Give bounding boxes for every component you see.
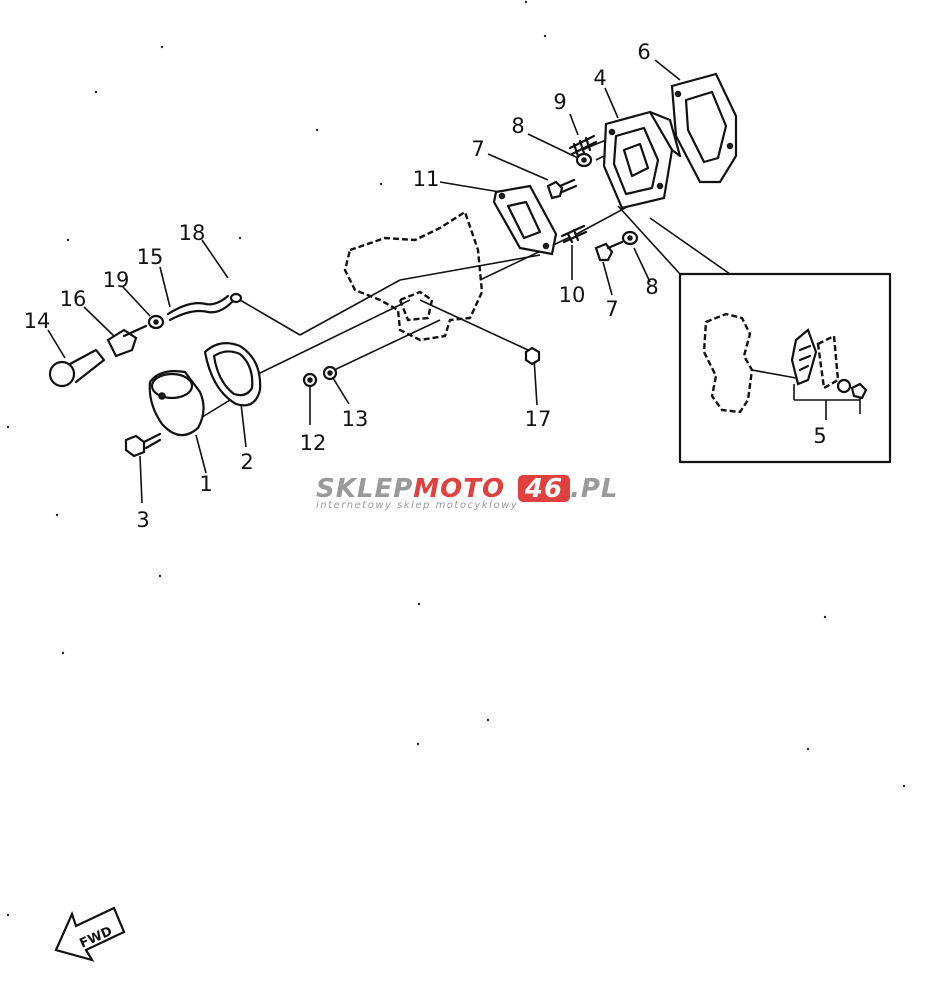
callout-9: 9 [553,90,566,114]
callout-18: 18 [179,221,206,245]
bolt-part-7-lower [594,240,624,262]
callout-1: 1 [199,472,212,496]
callout-4: 4 [593,66,606,90]
stud-part-9 [568,134,598,158]
nut-part-12 [302,372,318,388]
callout-7-upper: 7 [471,137,484,161]
callout-6: 6 [637,40,650,64]
reed-valve-part-4 [602,110,682,210]
stud-part-10 [560,224,588,244]
detail-inset [678,272,892,464]
callout-14: 14 [24,309,51,333]
leader-lines [47,59,731,504]
callout-5: 5 [813,424,826,448]
fitting-part-16 [106,324,148,358]
washer-part-8-lower [621,230,639,246]
bolt-part-7-upper [546,178,578,200]
callout-8-upper: 8 [511,114,524,138]
callout-3: 3 [136,508,149,532]
watermark-badge: 46 [524,474,563,504]
nut-part-17 [524,346,541,366]
callout-17: 17 [525,407,552,431]
fwd-arrow-icon: FWD [54,906,126,962]
watermark-tagline: internetowy sklep motocyklowy [316,500,518,511]
bolt-part-3 [124,432,162,458]
watermark-logo: SKLEPMOTO 46 .PL internetowy sklep motoc… [316,474,619,511]
callout-19: 19 [103,268,130,292]
scan-specks [6,0,906,917]
watermark-brand-red: MOTO [413,474,505,504]
gasket-part-11 [492,184,558,256]
washer-part-8-upper [575,152,593,168]
callout-8-lower: 8 [645,275,658,299]
callout-11: 11 [413,167,440,191]
crankcase-inner [398,290,434,322]
bolt-part-14 [48,348,106,388]
hose-part-15 [166,292,243,322]
callout-2: 2 [240,450,253,474]
watermark-brand-grey-1: SKLEP [316,474,413,504]
watermark-brand-grey-2: .PL [570,474,619,504]
callout-12: 12 [300,431,327,455]
cover-part-1 [148,370,205,437]
callout-15: 15 [137,245,164,269]
callout-7-lower: 7 [605,297,618,321]
svg-text:SKLEPMOTO: SKLEPMOTO [316,474,505,504]
callout-labels: 1 2 3 4 5 6 7 7 8 8 9 10 11 12 13 14 15 … [24,40,827,532]
gasket-part-2 [203,341,262,407]
washer-part-19 [147,314,165,330]
callout-10: 10 [559,283,586,307]
housing-part-6 [670,72,738,184]
callout-16: 16 [60,287,87,311]
watermark-badge-bg [518,475,570,502]
crankcase-outline [343,210,484,342]
callout-13: 13 [342,407,369,431]
washer-part-13 [322,365,338,381]
